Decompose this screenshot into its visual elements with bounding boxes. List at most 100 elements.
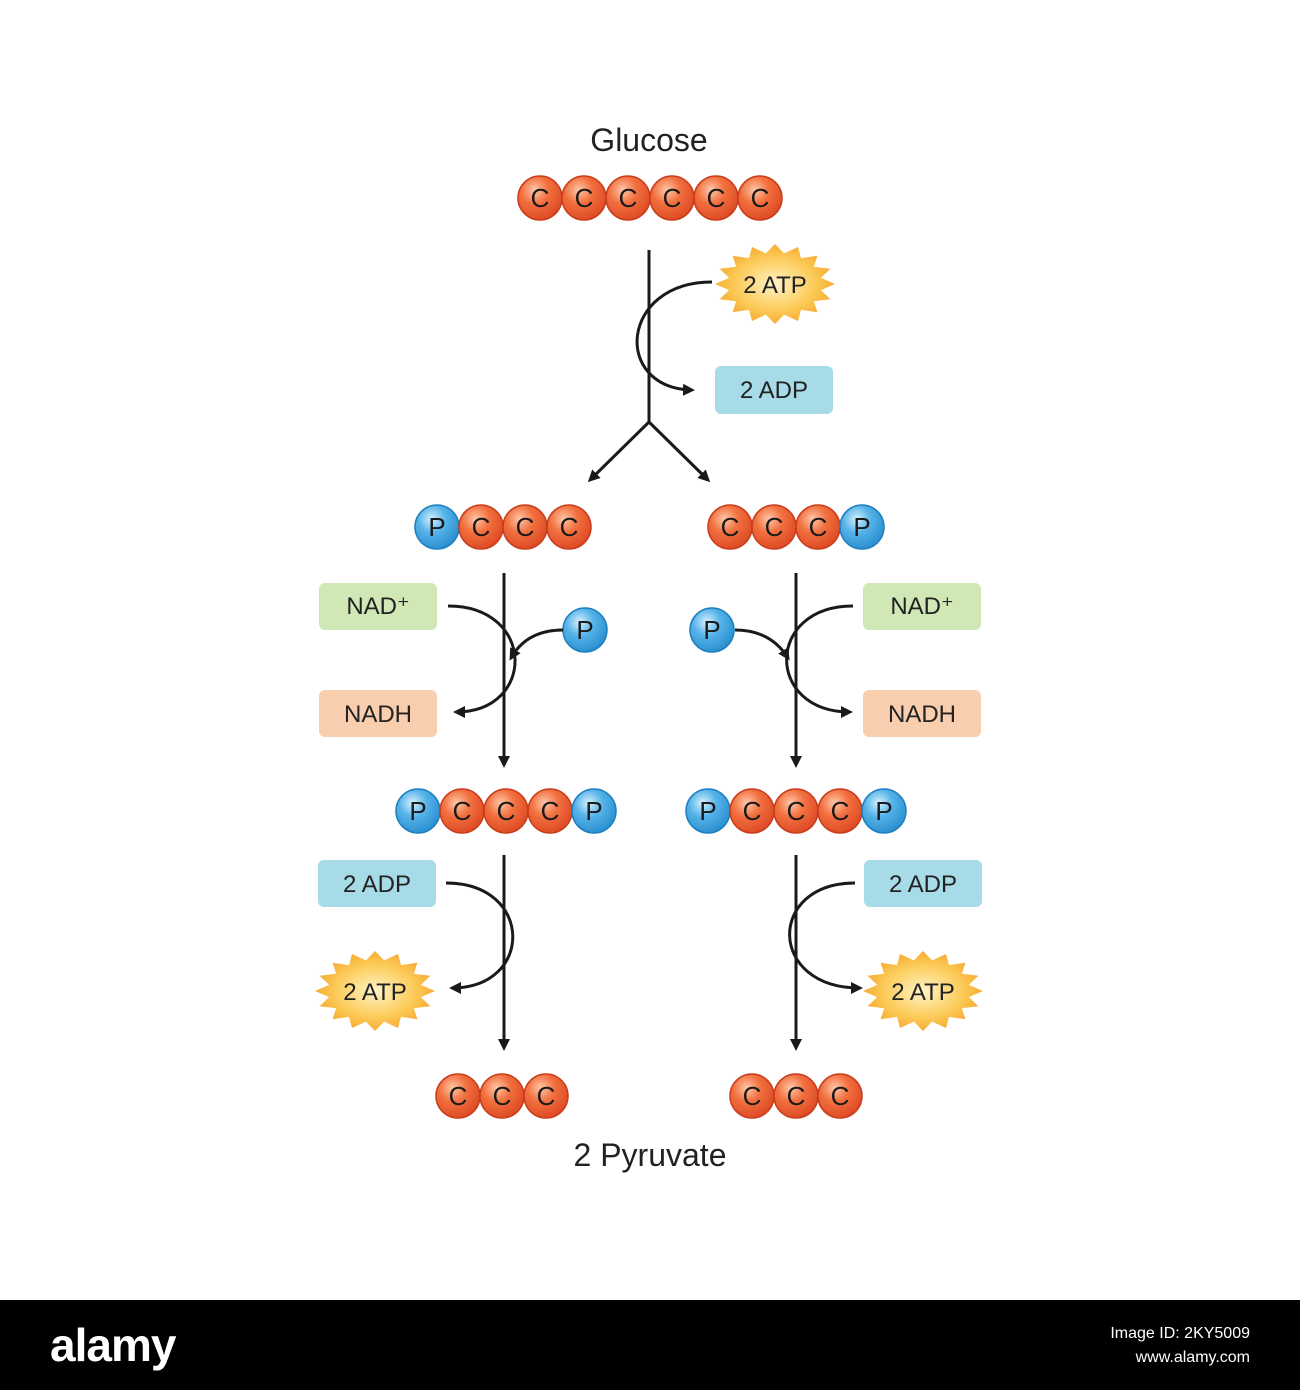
phosphate-atom-label: P (585, 796, 602, 826)
carbon-atom-label: C (765, 512, 784, 542)
carbon-atom-label: C (707, 183, 726, 213)
step3-right-adp-arrow (788, 881, 863, 994)
image-id-text: Image ID: 2KY5009 (1110, 1325, 1250, 1342)
nadh-box-shape (863, 690, 981, 737)
step3-right-atp-burst: 2 ATP (863, 951, 983, 1031)
step2-left-nad-box: NAD⁺ (319, 583, 437, 630)
adp-box-shape (318, 860, 436, 907)
carbon-atom (817, 1073, 863, 1119)
phosphate-atom-label: P (409, 796, 426, 826)
carbon-atom-label: C (537, 1081, 556, 1111)
site-url-text: www.alamy.com (1135, 1349, 1250, 1366)
step1-arrows (587, 250, 713, 483)
step1-output-label: 2 ADP (740, 377, 808, 404)
phosphate-atom (839, 504, 885, 550)
carbon-atom-label: C (449, 1081, 468, 1111)
added-phosphate: P (689, 607, 735, 653)
carbon-atom (523, 1073, 569, 1119)
step3-left-output-label: 2 ATP (343, 979, 407, 1006)
step1-adp-box: 2 ADP (715, 366, 833, 414)
carbon-atom-label: C (831, 796, 850, 826)
nad-box-shape (863, 583, 981, 630)
carbon-atom-label: C (721, 512, 740, 542)
step3-right-input-label: 2 ADP (889, 871, 957, 898)
nad-box-shape (319, 583, 437, 630)
adp-box-shape (715, 366, 833, 414)
carbon-atom-label: C (743, 796, 762, 826)
phosphate-atom-label: P (875, 796, 892, 826)
split-right-arrow (647, 420, 711, 483)
glucose-title: Glucose (590, 122, 707, 158)
step3-left-arrows (445, 855, 515, 1051)
carbon-atom-label: C (497, 796, 516, 826)
carbon-atom-label: C (541, 796, 560, 826)
carbon-atom-label: C (472, 512, 491, 542)
step2-left-nadh-box: NADH (319, 690, 437, 737)
carbon-atom (737, 175, 783, 221)
carbon-atom-label: C (743, 1081, 762, 1111)
step3-right-arrows (788, 855, 863, 1051)
alamy-logo: alamy (50, 1319, 176, 1371)
step2-left-p-arrow (509, 628, 564, 661)
step2-left-input-label: NAD⁺ (346, 593, 409, 620)
step3-right-output-label: 2 ATP (891, 979, 955, 1006)
phosphate-atom-label: P (703, 615, 720, 645)
phosphate-atom (571, 788, 617, 834)
step2-left-arrows (447, 573, 564, 768)
step2-right-arrows (734, 573, 854, 768)
step3-right-adp-box: 2 ADP (864, 860, 982, 907)
footer-meta: Image ID: 2KY5009 www.alamy.com (1110, 1322, 1250, 1370)
carbon-atom-label: C (663, 183, 682, 213)
step1-side-arrow (635, 280, 713, 396)
atp-burst-icon (863, 951, 983, 1031)
step2-right-nadh-box: NADH (863, 690, 981, 737)
atp-burst-icon (715, 244, 835, 324)
carbon-atom-label: C (575, 183, 594, 213)
carbon-atom-label: C (751, 183, 770, 213)
phosphate-atom (861, 788, 907, 834)
carbon-atom-label: C (809, 512, 828, 542)
step3-left-adp-arrow (445, 881, 515, 994)
step1-input-label: 2 ATP (743, 272, 807, 299)
phosphate-atom (689, 607, 735, 653)
step1-atp-burst: 2 ATP (715, 244, 835, 324)
step2-left-output-label: NADH (344, 701, 412, 728)
phosphate-atom-label: P (699, 796, 716, 826)
atp-burst-icon (315, 951, 435, 1031)
carbon-atom-label: C (560, 512, 579, 542)
step2-right-output-label: NADH (888, 701, 956, 728)
carbon-atom-label: C (493, 1081, 512, 1111)
pyruvate-title: 2 Pyruvate (574, 1137, 727, 1173)
step3-left-input-label: 2 ADP (343, 871, 411, 898)
step3-left-adp-box: 2 ADP (318, 860, 436, 907)
added-phosphate: P (562, 607, 608, 653)
carbon-atom (546, 504, 592, 550)
carbon-atom-label: C (831, 1081, 850, 1111)
step2-right-p-arrow (734, 628, 790, 661)
carbon-atom-label: C (787, 796, 806, 826)
carbon-atom-label: C (787, 1081, 806, 1111)
split-left-arrow (587, 420, 651, 483)
carbon-atom-label: C (516, 512, 535, 542)
carbon-atom-label: C (531, 183, 550, 213)
carbon-atom-label: C (453, 796, 472, 826)
phosphate-atom-label: P (853, 512, 870, 542)
phosphate-atom-label: P (428, 512, 445, 542)
step2-right-nad-box: NAD⁺ (863, 583, 981, 630)
phosphate-atom-label: P (576, 615, 593, 645)
nadh-box-shape (319, 690, 437, 737)
step2-right-input-label: NAD⁺ (890, 593, 953, 620)
watermark-footer: alamy Image ID: 2KY5009 www.alamy.com (0, 1300, 1300, 1390)
carbon-atom-label: C (619, 183, 638, 213)
step3-left-atp-burst: 2 ATP (315, 951, 435, 1031)
